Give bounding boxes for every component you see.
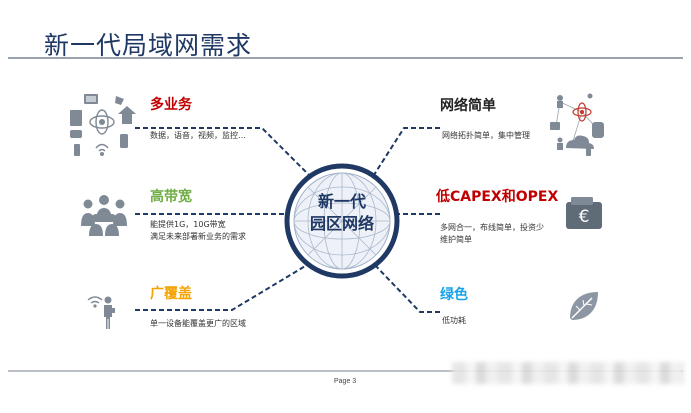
- multi-service-devices-icon: [66, 92, 138, 164]
- svg-text:€: €: [579, 207, 590, 227]
- heading-capex-opex: 低CAPEX和OPEX: [436, 189, 559, 205]
- hub-globe: 新一代 园区网络: [284, 163, 400, 279]
- heading-coverage: 广覆盖: [150, 286, 192, 302]
- connector-coverage: [135, 261, 313, 311]
- hub-label-line1: 新一代: [317, 192, 366, 211]
- heading-simple-network: 网络简单: [440, 98, 496, 114]
- heading-bandwidth: 高带宽: [150, 189, 192, 205]
- network-topology-icon: [546, 92, 610, 162]
- hub-label-line2: 园区网络: [309, 214, 374, 233]
- leaf-icon: [566, 288, 602, 328]
- desc-capex-line1: 多网合一，布线简单，投资少: [440, 223, 544, 232]
- desc-bandwidth-line1: 能提供1G，10G带宽: [150, 220, 226, 229]
- desc-coverage: 单一设备能覆盖更广的区域: [150, 319, 246, 328]
- blurred-watermark: [452, 362, 684, 384]
- euro-wallet-icon: €: [565, 196, 603, 234]
- connector-green: [371, 261, 440, 313]
- desc-multi-service: 数据，语音，视频，监控…: [150, 131, 246, 140]
- connector-simple-network: [371, 127, 440, 179]
- heading-multi-service: 多业务: [150, 97, 192, 113]
- footer-divider: [8, 370, 683, 372]
- desc-capex-line2: 维护简单: [440, 235, 472, 244]
- people-group-icon: [78, 192, 130, 240]
- connector-multi-service: [135, 127, 313, 179]
- globe-icon: [284, 163, 400, 279]
- heading-green: 绿色: [440, 287, 468, 303]
- hub-label: 新一代 园区网络: [284, 191, 400, 235]
- desc-simple-network: 网络拓扑简单，集中管理: [442, 131, 530, 140]
- desc-bandwidth-line2: 满足未来部署新业务的需求: [150, 232, 246, 241]
- desc-green: 低功耗: [442, 316, 466, 325]
- page-number: Page 3: [334, 378, 357, 385]
- page-title: 新一代局域网需求: [44, 31, 253, 60]
- person-wifi-icon: [86, 292, 126, 336]
- title-divider: [8, 57, 683, 59]
